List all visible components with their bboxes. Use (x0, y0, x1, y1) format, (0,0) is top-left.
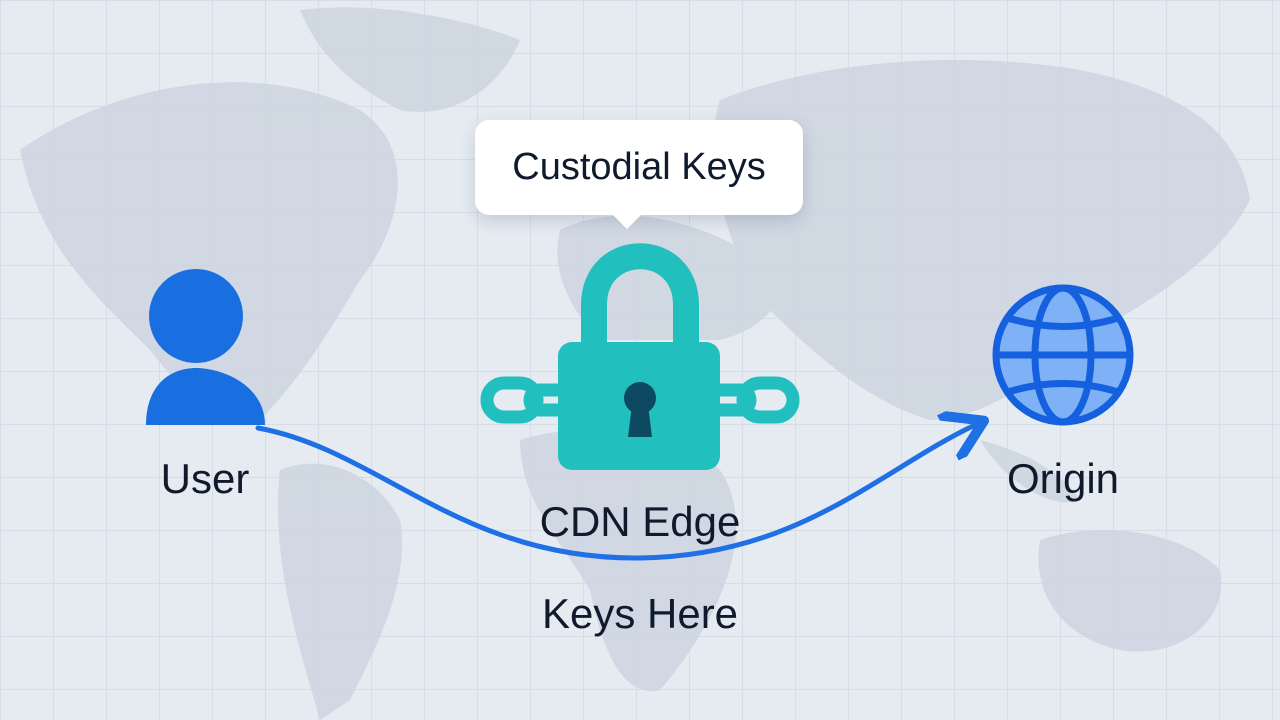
flow-arrow (255, 425, 975, 561)
user-label: User (160, 455, 250, 502)
keyhole-icon (624, 382, 656, 437)
globe-icon (992, 284, 1134, 426)
user-icon (146, 269, 265, 425)
keys-here-label: Keys Here (541, 590, 739, 637)
origin-label: Origin (1006, 455, 1120, 502)
padlock-with-chain-icon (480, 243, 800, 470)
cdn-edge-label: CDN Edge (539, 498, 741, 545)
custodial-keys-callout: Custodial Keys (475, 120, 803, 229)
callout-text: Custodial Keys (512, 146, 766, 188)
